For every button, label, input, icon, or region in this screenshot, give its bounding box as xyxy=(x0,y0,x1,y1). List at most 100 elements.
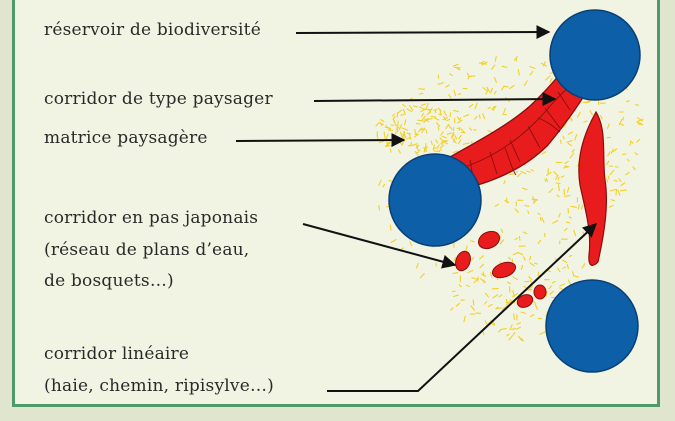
matrix-dash xyxy=(450,74,453,76)
matrix-dash xyxy=(399,125,401,130)
matrix-dash xyxy=(504,181,505,184)
matrix-dash xyxy=(407,138,410,139)
matrix-dash xyxy=(426,130,427,133)
matrix-dash xyxy=(453,64,458,66)
matrix-dash xyxy=(457,117,459,121)
matrix-dash xyxy=(411,143,412,146)
matrix-dash xyxy=(626,173,629,175)
matrix-dash xyxy=(401,132,403,137)
matrix-dash xyxy=(501,329,507,330)
matrix-dash xyxy=(521,172,526,174)
matrix-dash xyxy=(442,136,446,138)
matrix-dash xyxy=(538,213,540,215)
matrix-dash xyxy=(393,136,395,139)
matrix-dash xyxy=(512,329,516,330)
matrix-dash xyxy=(618,190,620,195)
matrix-dash xyxy=(611,190,616,191)
matrix-dash xyxy=(466,246,467,250)
matrix-dash xyxy=(485,321,487,324)
matrix-dash xyxy=(475,103,477,109)
matrix-dash xyxy=(446,85,449,87)
matrix-dash xyxy=(574,230,576,236)
matrix-dash xyxy=(416,263,418,268)
matrix-dash xyxy=(467,285,470,286)
matrix-dash xyxy=(422,104,426,106)
matrix-dash xyxy=(502,66,507,67)
matrix-dash xyxy=(549,189,553,193)
matrix-dash xyxy=(449,125,452,129)
matrix-dash xyxy=(530,71,533,75)
matrix-dash xyxy=(453,110,458,111)
linear-corridor xyxy=(579,112,607,265)
matrix-dash xyxy=(407,109,412,112)
matrix-dash xyxy=(608,176,609,179)
matrix-dash xyxy=(568,132,572,134)
matrix-dash xyxy=(515,238,517,240)
matrix-dash xyxy=(552,282,555,283)
matrix-dash xyxy=(530,256,531,260)
arrow-matrice xyxy=(236,140,404,141)
matrix-dash xyxy=(469,104,473,107)
matrix-dash xyxy=(472,278,476,279)
matrix-dash xyxy=(507,334,509,336)
matrix-dash xyxy=(494,91,496,94)
stepping-stone-1 xyxy=(476,228,503,252)
matrix-dash xyxy=(538,272,539,276)
matrix-dash xyxy=(608,152,610,156)
matrix-dash xyxy=(569,280,571,285)
matrix-dash xyxy=(607,179,608,182)
matrix-dash xyxy=(569,256,571,257)
matrix-dash xyxy=(447,119,450,120)
matrix-dash xyxy=(556,183,560,184)
matrix-dash xyxy=(635,153,638,155)
matrix-dash xyxy=(627,159,629,161)
matrix-dash xyxy=(546,76,550,80)
matrix-dash xyxy=(567,187,569,192)
matrix-dash xyxy=(379,206,380,210)
matrix-dash xyxy=(427,112,431,115)
matrix-dash xyxy=(504,109,506,114)
matrix-dash xyxy=(381,120,384,122)
matrix-dash xyxy=(510,174,515,175)
matrix-dash xyxy=(384,132,385,138)
matrix-dash xyxy=(614,180,617,181)
matrix-dash xyxy=(450,113,451,117)
matrix-dash xyxy=(445,143,448,144)
matrix-dash xyxy=(383,184,385,186)
matrix-dash xyxy=(524,257,526,260)
matrix-dash xyxy=(495,204,498,206)
matrix-dash xyxy=(522,265,523,269)
matrix-dash xyxy=(550,78,552,82)
matrix-dash xyxy=(575,135,577,140)
matrix-dash xyxy=(376,123,379,126)
matrix-dash xyxy=(438,83,443,85)
matrix-dash xyxy=(567,265,568,269)
matrix-dash xyxy=(413,106,417,107)
matrix-dash xyxy=(448,265,452,267)
matrix-dash xyxy=(517,323,521,325)
matrix-dash xyxy=(492,65,495,70)
matrix-dash xyxy=(633,167,635,170)
matrix-dash xyxy=(391,240,396,243)
matrix-dash xyxy=(440,138,443,142)
matrix-dash xyxy=(495,77,497,82)
matrix-dash xyxy=(453,273,458,274)
matrix-dash xyxy=(410,242,412,246)
matrix-dash xyxy=(616,189,617,195)
matrix-dash xyxy=(610,170,614,175)
matrix-dash xyxy=(518,70,519,75)
matrix-dash xyxy=(501,240,504,244)
matrix-dash xyxy=(422,113,424,116)
matrix-dash xyxy=(545,179,546,181)
matrix-dash xyxy=(570,153,574,158)
matrix-dash xyxy=(433,145,434,150)
matrix-dash xyxy=(553,221,558,224)
reservoir-bottom xyxy=(546,280,638,372)
matrix-dash xyxy=(377,136,378,139)
matrix-dash xyxy=(471,241,475,242)
matrix-dash xyxy=(442,141,444,145)
matrix-dash xyxy=(470,76,475,77)
matrix-dash xyxy=(481,279,486,282)
matrix-dash xyxy=(431,117,436,118)
matrix-dash xyxy=(404,112,405,115)
